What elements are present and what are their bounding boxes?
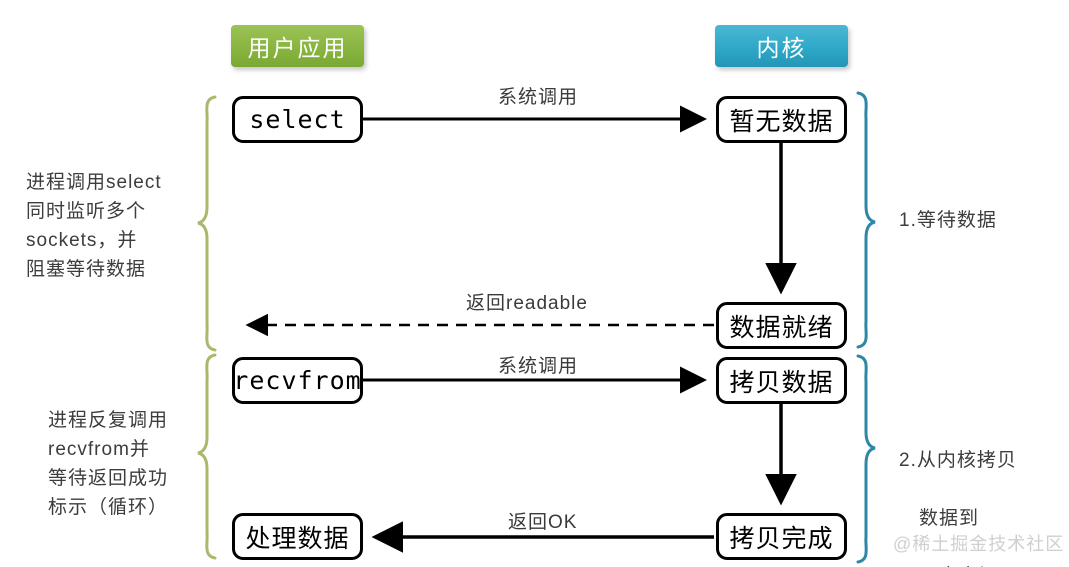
- edge-label-syscall-1: 系统调用: [498, 87, 579, 108]
- edge-label-return-ok: 返回OK: [508, 512, 578, 533]
- node-copy-data[interactable]: 拷贝数据: [716, 357, 847, 404]
- annotation-left-phase-2: 进程反复调用 recvfrom并 等待返回成功 标示（循环）: [48, 410, 169, 518]
- edge-label-return-readable: 返回readable: [466, 293, 588, 314]
- node-copy-done[interactable]: 拷贝完成: [716, 513, 847, 560]
- brace-right-phase-2: [856, 354, 876, 564]
- annotation-right-phase-2-line-2: 数据到: [919, 508, 980, 529]
- annotation-right-phase-1: 1.等待数据: [899, 210, 997, 231]
- annotation-left-phase-1: 进程调用select 同时监听多个 sockets，并 阻塞等待数据: [26, 172, 162, 280]
- annotation-right-phase-2-line-1: 2.从内核拷贝: [899, 450, 1017, 471]
- header-kernel: 内核: [715, 25, 848, 67]
- annotation-right-phase-2-line-3: 用户空间: [899, 562, 1069, 567]
- node-select[interactable]: select: [232, 96, 363, 143]
- brace-right-phase-1: [856, 91, 876, 349]
- edge-label-syscall-2: 系统调用: [498, 356, 579, 377]
- node-data-ready[interactable]: 数据就绪: [716, 302, 847, 349]
- node-handle-data[interactable]: 处理数据: [232, 513, 363, 560]
- node-no-data[interactable]: 暂无数据: [716, 96, 847, 143]
- watermark: @稀土掘金技术社区: [893, 534, 1065, 554]
- node-recvfrom[interactable]: recvfrom: [232, 357, 363, 404]
- header-user-application: 用户应用: [231, 25, 364, 67]
